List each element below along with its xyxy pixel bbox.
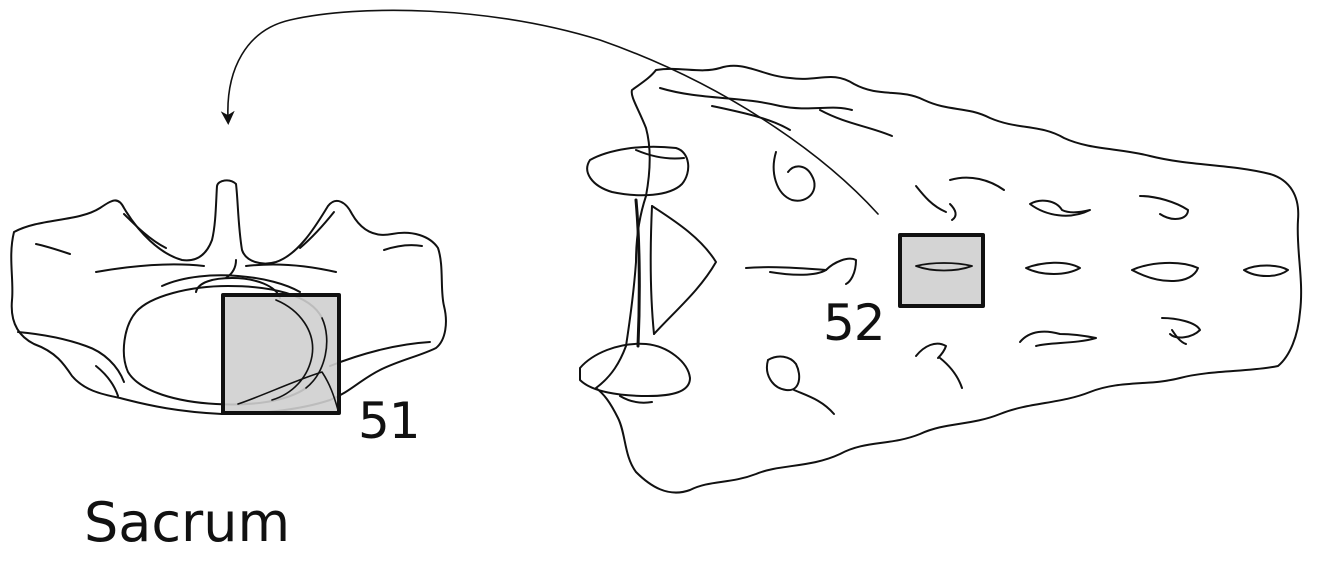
sacrum-superior-outline xyxy=(10,179,447,415)
foramen-middle-3 xyxy=(1131,261,1199,282)
foramen-middle-2 xyxy=(1025,261,1081,275)
figure-title: Sacrum xyxy=(84,491,291,554)
sacrum-posterior-outline xyxy=(595,64,1303,494)
sacrum-superior-view xyxy=(10,179,447,415)
foramen-middle-4 xyxy=(1243,264,1289,277)
connector-arrow xyxy=(220,9,879,215)
sacrum-posterior-view xyxy=(579,64,1303,494)
articular-process-lower xyxy=(579,342,691,397)
region-label-52: 52 xyxy=(823,294,886,352)
articular-process-upper xyxy=(586,145,690,197)
highlight-box-51 xyxy=(221,293,341,415)
region-label-51: 51 xyxy=(358,392,421,450)
